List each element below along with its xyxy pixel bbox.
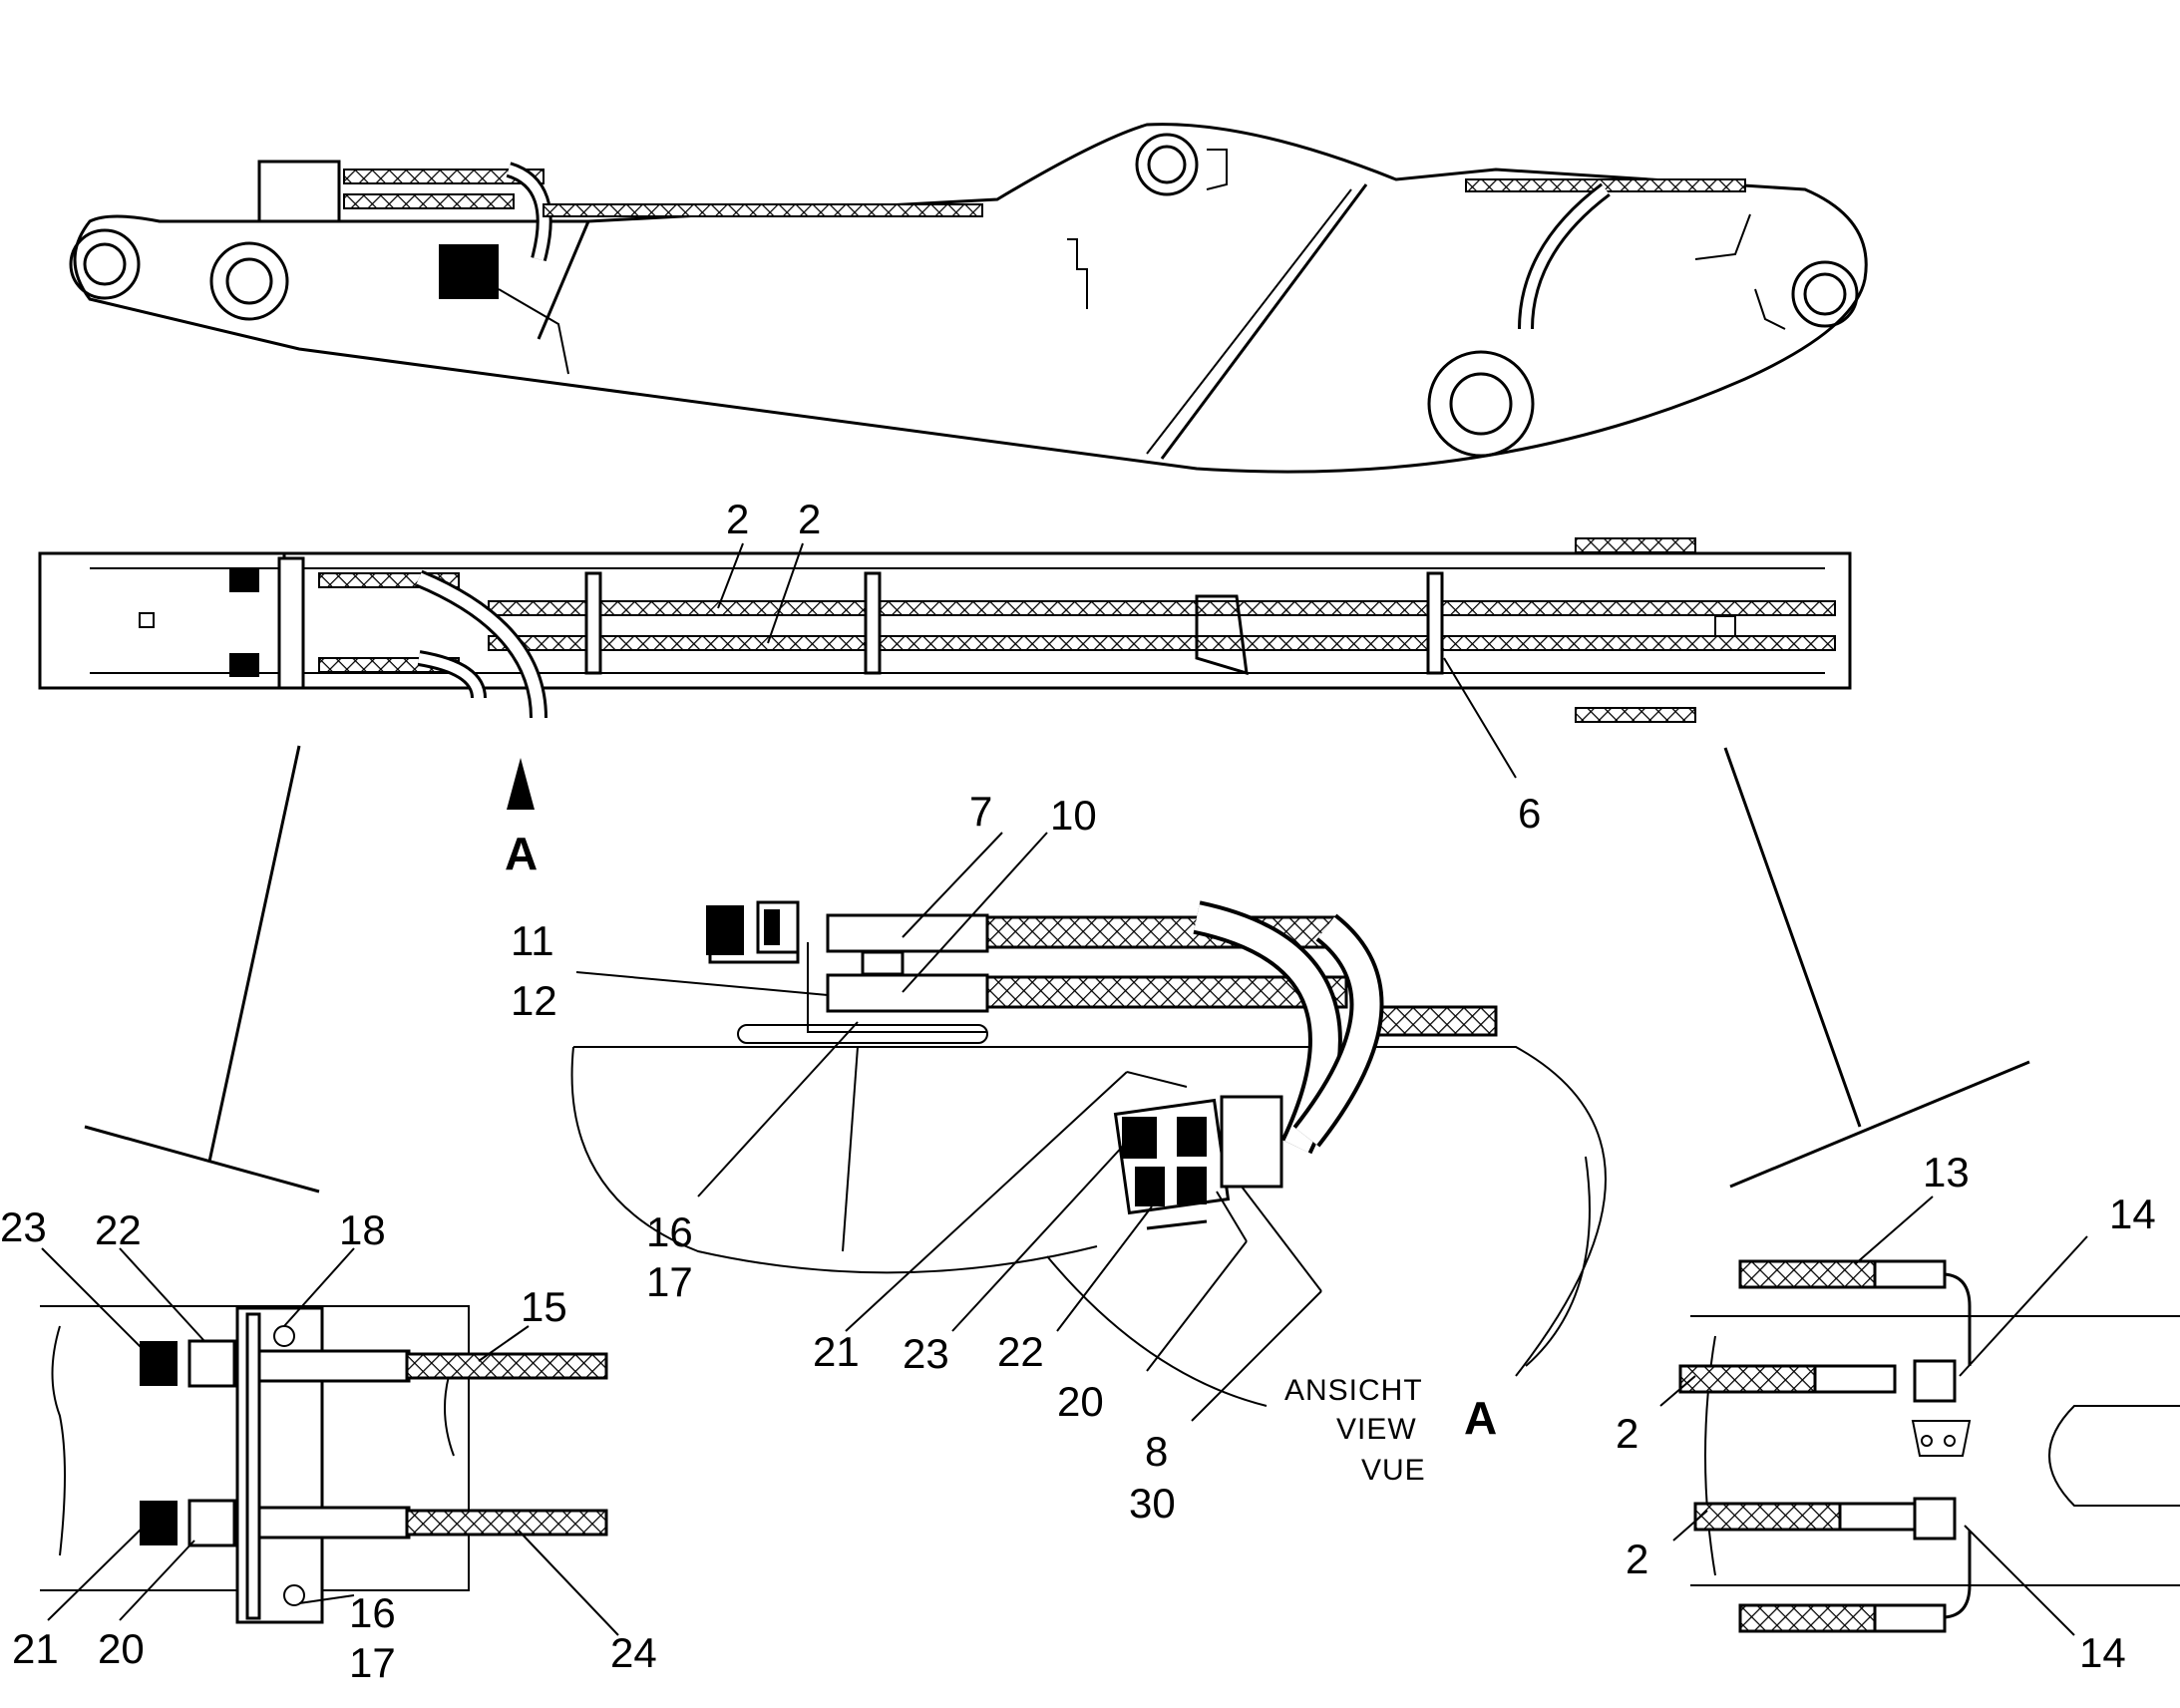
callout-left-17: 17 (349, 1639, 396, 1686)
callout-right-14b: 14 (2079, 1629, 2126, 1676)
boom-top-view (38, 537, 1852, 723)
detail-right (1678, 1259, 2180, 1633)
callout-left-15: 15 (521, 1283, 567, 1330)
callout-left-23: 23 (0, 1203, 47, 1250)
boom-side-view (69, 123, 1868, 474)
callout-top-6: 6 (1518, 790, 1541, 837)
callout-left-16: 16 (349, 1589, 396, 1636)
callout-left-22: 22 (95, 1206, 142, 1253)
callout-21: 21 (813, 1328, 860, 1375)
callout-right-13: 13 (1923, 1149, 1970, 1196)
callout-left-21: 21 (12, 1625, 59, 1672)
callout-top-2a: 2 (726, 496, 749, 542)
callout-16: 16 (646, 1208, 693, 1255)
detail-view-a (570, 900, 1607, 1407)
callout-30: 30 (1129, 1480, 1176, 1527)
callout-right-2b: 2 (1626, 1536, 1648, 1582)
view-label-en: VIEW (1336, 1413, 1417, 1446)
callout-20: 20 (1057, 1378, 1104, 1425)
callout-right-2a: 2 (1616, 1410, 1638, 1457)
detail-left (40, 1305, 608, 1624)
callout-8: 8 (1145, 1428, 1168, 1475)
callout-17: 17 (646, 1258, 693, 1305)
callout-7: 7 (969, 788, 992, 835)
callout-23: 23 (903, 1330, 949, 1377)
view-label-de: ANSICHT (1284, 1374, 1423, 1407)
callout-left-20: 20 (98, 1625, 145, 1672)
callout-10: 10 (1050, 792, 1097, 839)
callout-11: 11 (511, 917, 554, 964)
callout-left-24: 24 (610, 1629, 657, 1676)
view-arrow-icon (507, 758, 535, 810)
view-label-fr: VUE (1361, 1454, 1426, 1487)
callout-right-14a: 14 (2109, 1191, 2156, 1237)
view-letter: A (1464, 1392, 1497, 1444)
callout-22: 22 (997, 1328, 1044, 1375)
callout-12: 12 (511, 977, 557, 1024)
arrow-letter: A (505, 828, 538, 879)
callout-left-18: 18 (339, 1206, 386, 1253)
callout-top-2b: 2 (798, 496, 821, 542)
